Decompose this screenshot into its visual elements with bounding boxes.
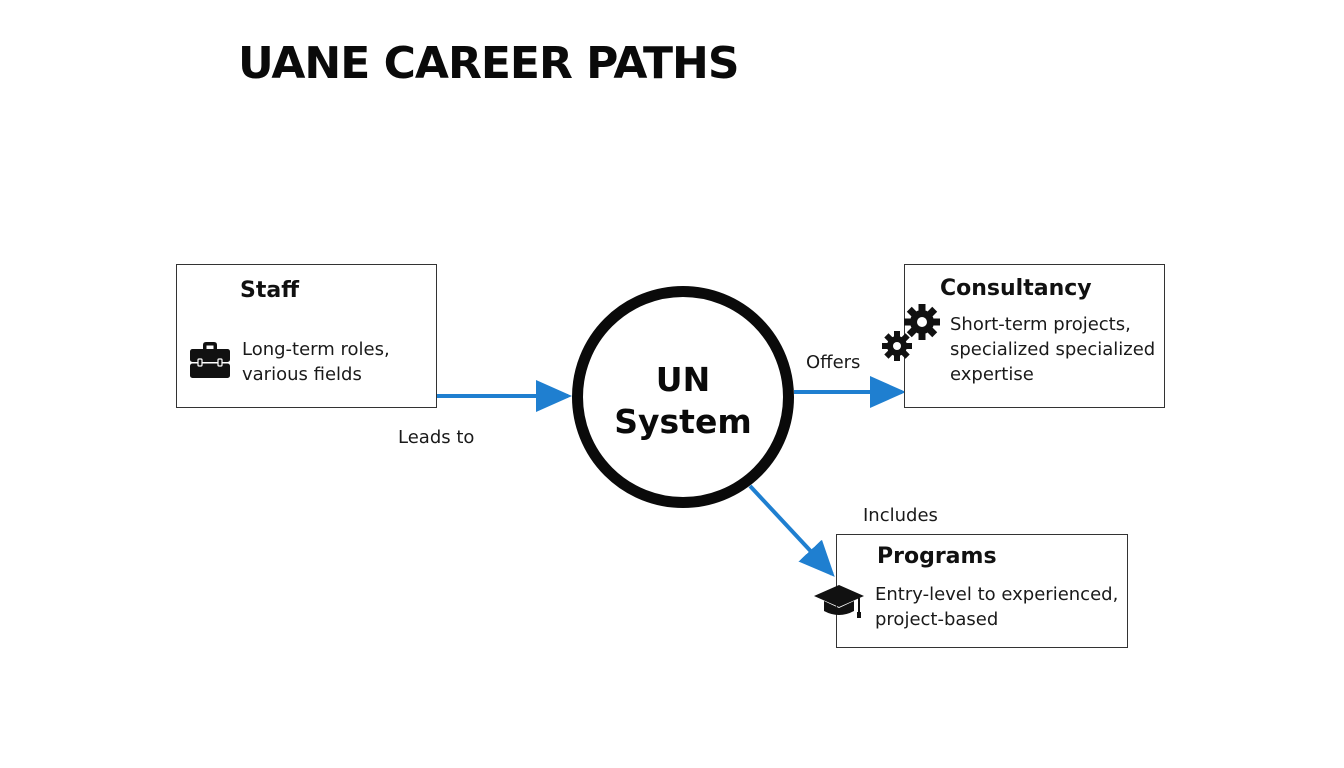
staff-node: Staff Long-term roles, various fields	[176, 264, 437, 408]
gears-icon	[882, 304, 940, 361]
programs-title: Programs	[877, 544, 997, 569]
edge-label-offers: Offers	[806, 352, 861, 373]
un-system-hub: UN System	[572, 286, 794, 508]
consultancy-node: Consultancy Short-term projects, special…	[904, 264, 1165, 408]
staff-title: Staff	[240, 278, 300, 303]
briefcase-icon	[190, 342, 230, 378]
programs-description: Entry-level to experienced, project-base…	[875, 582, 1118, 632]
staff-description: Long-term roles, various fields	[242, 337, 390, 387]
diagram-title: UANE CAREER PATHS	[238, 38, 740, 89]
hub-label: UN System	[583, 359, 783, 443]
edge-label-includes: Includes	[863, 505, 938, 526]
programs-node: Programs Entry-level to experienced, pro…	[836, 534, 1128, 648]
consultancy-description: Short-term projects, specialized special…	[950, 312, 1155, 387]
consultancy-line-2: specialized specialized	[950, 339, 1156, 360]
staff-line-2: various fields	[242, 364, 362, 385]
programs-line-2: project-based	[875, 609, 999, 630]
consultancy-line-3: expertise	[950, 364, 1034, 385]
graduation-cap-icon	[814, 585, 864, 618]
hub-label-line-2: System	[614, 402, 752, 441]
programs-line-1: Entry-level to experienced,	[875, 584, 1119, 605]
consultancy-title: Consultancy	[940, 276, 1092, 301]
consultancy-line-1: Short-term projects,	[950, 314, 1131, 335]
edge-hub-to-programs	[748, 484, 835, 577]
staff-line-1: Long-term roles,	[242, 339, 390, 360]
hub-label-line-1: UN	[655, 360, 711, 399]
edge-label-leads-to: Leads to	[398, 427, 475, 448]
